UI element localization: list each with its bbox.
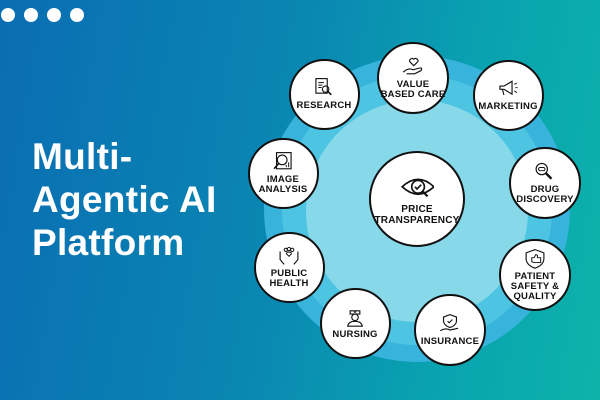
node-label: VALUE BASED CARE xyxy=(380,79,446,101)
node-label: RESEARCH xyxy=(296,100,352,112)
title-line: Multi- xyxy=(32,136,133,177)
heart-hand-icon xyxy=(402,57,423,74)
dot xyxy=(1,8,15,22)
node-patient-safety-quality: PATIENT SAFETY & QUALITY xyxy=(499,239,571,311)
title-line: Agentic AI xyxy=(32,179,217,220)
center-node-price-transparency: PRICE TRANSPARENCY xyxy=(369,151,465,247)
node-label: PATIENT SAFETY & QUALITY xyxy=(510,271,560,303)
node-label: PRICE TRANSPARENCY xyxy=(374,203,460,226)
window-dots xyxy=(1,8,84,22)
node-drug-discovery: DRUG DISCOVERY xyxy=(509,147,581,219)
node-public-health: PUBLIC HEALTH xyxy=(253,231,325,303)
megaphone-icon xyxy=(499,79,518,95)
dot xyxy=(47,8,61,22)
node-image-analysis: IMAGE ANALYSIS xyxy=(247,137,319,209)
people-hands-icon xyxy=(279,246,299,265)
node-label: MARKETING xyxy=(478,101,538,113)
document-search-icon xyxy=(315,77,332,95)
node-nursing: NURSING xyxy=(319,287,391,359)
eye-check-icon xyxy=(400,178,434,198)
node-label: PUBLIC HEALTH xyxy=(269,268,309,290)
pill-magnifier-icon xyxy=(535,162,553,180)
node-marketing: MARKETING xyxy=(472,59,544,131)
node-label: NURSING xyxy=(332,329,378,341)
node-value-based-care: VALUE BASED CARE xyxy=(377,42,449,114)
dot xyxy=(24,8,38,22)
shield-hand-icon xyxy=(439,313,459,331)
title-line: Platform xyxy=(32,222,185,263)
dot xyxy=(70,8,84,22)
image-magnifier-icon xyxy=(273,151,292,169)
node-insurance: INSURANCE xyxy=(414,294,486,366)
nurse-icon xyxy=(347,309,363,327)
page-title: Multi- Agentic AI Platform xyxy=(32,135,217,264)
node-label: IMAGE ANALYSIS xyxy=(258,174,308,196)
node-research: RESEARCH xyxy=(288,58,360,130)
node-label: INSURANCE xyxy=(420,336,480,348)
shield-thumbs-up-icon xyxy=(525,248,545,269)
node-label: DRUG DISCOVERY xyxy=(516,184,574,206)
